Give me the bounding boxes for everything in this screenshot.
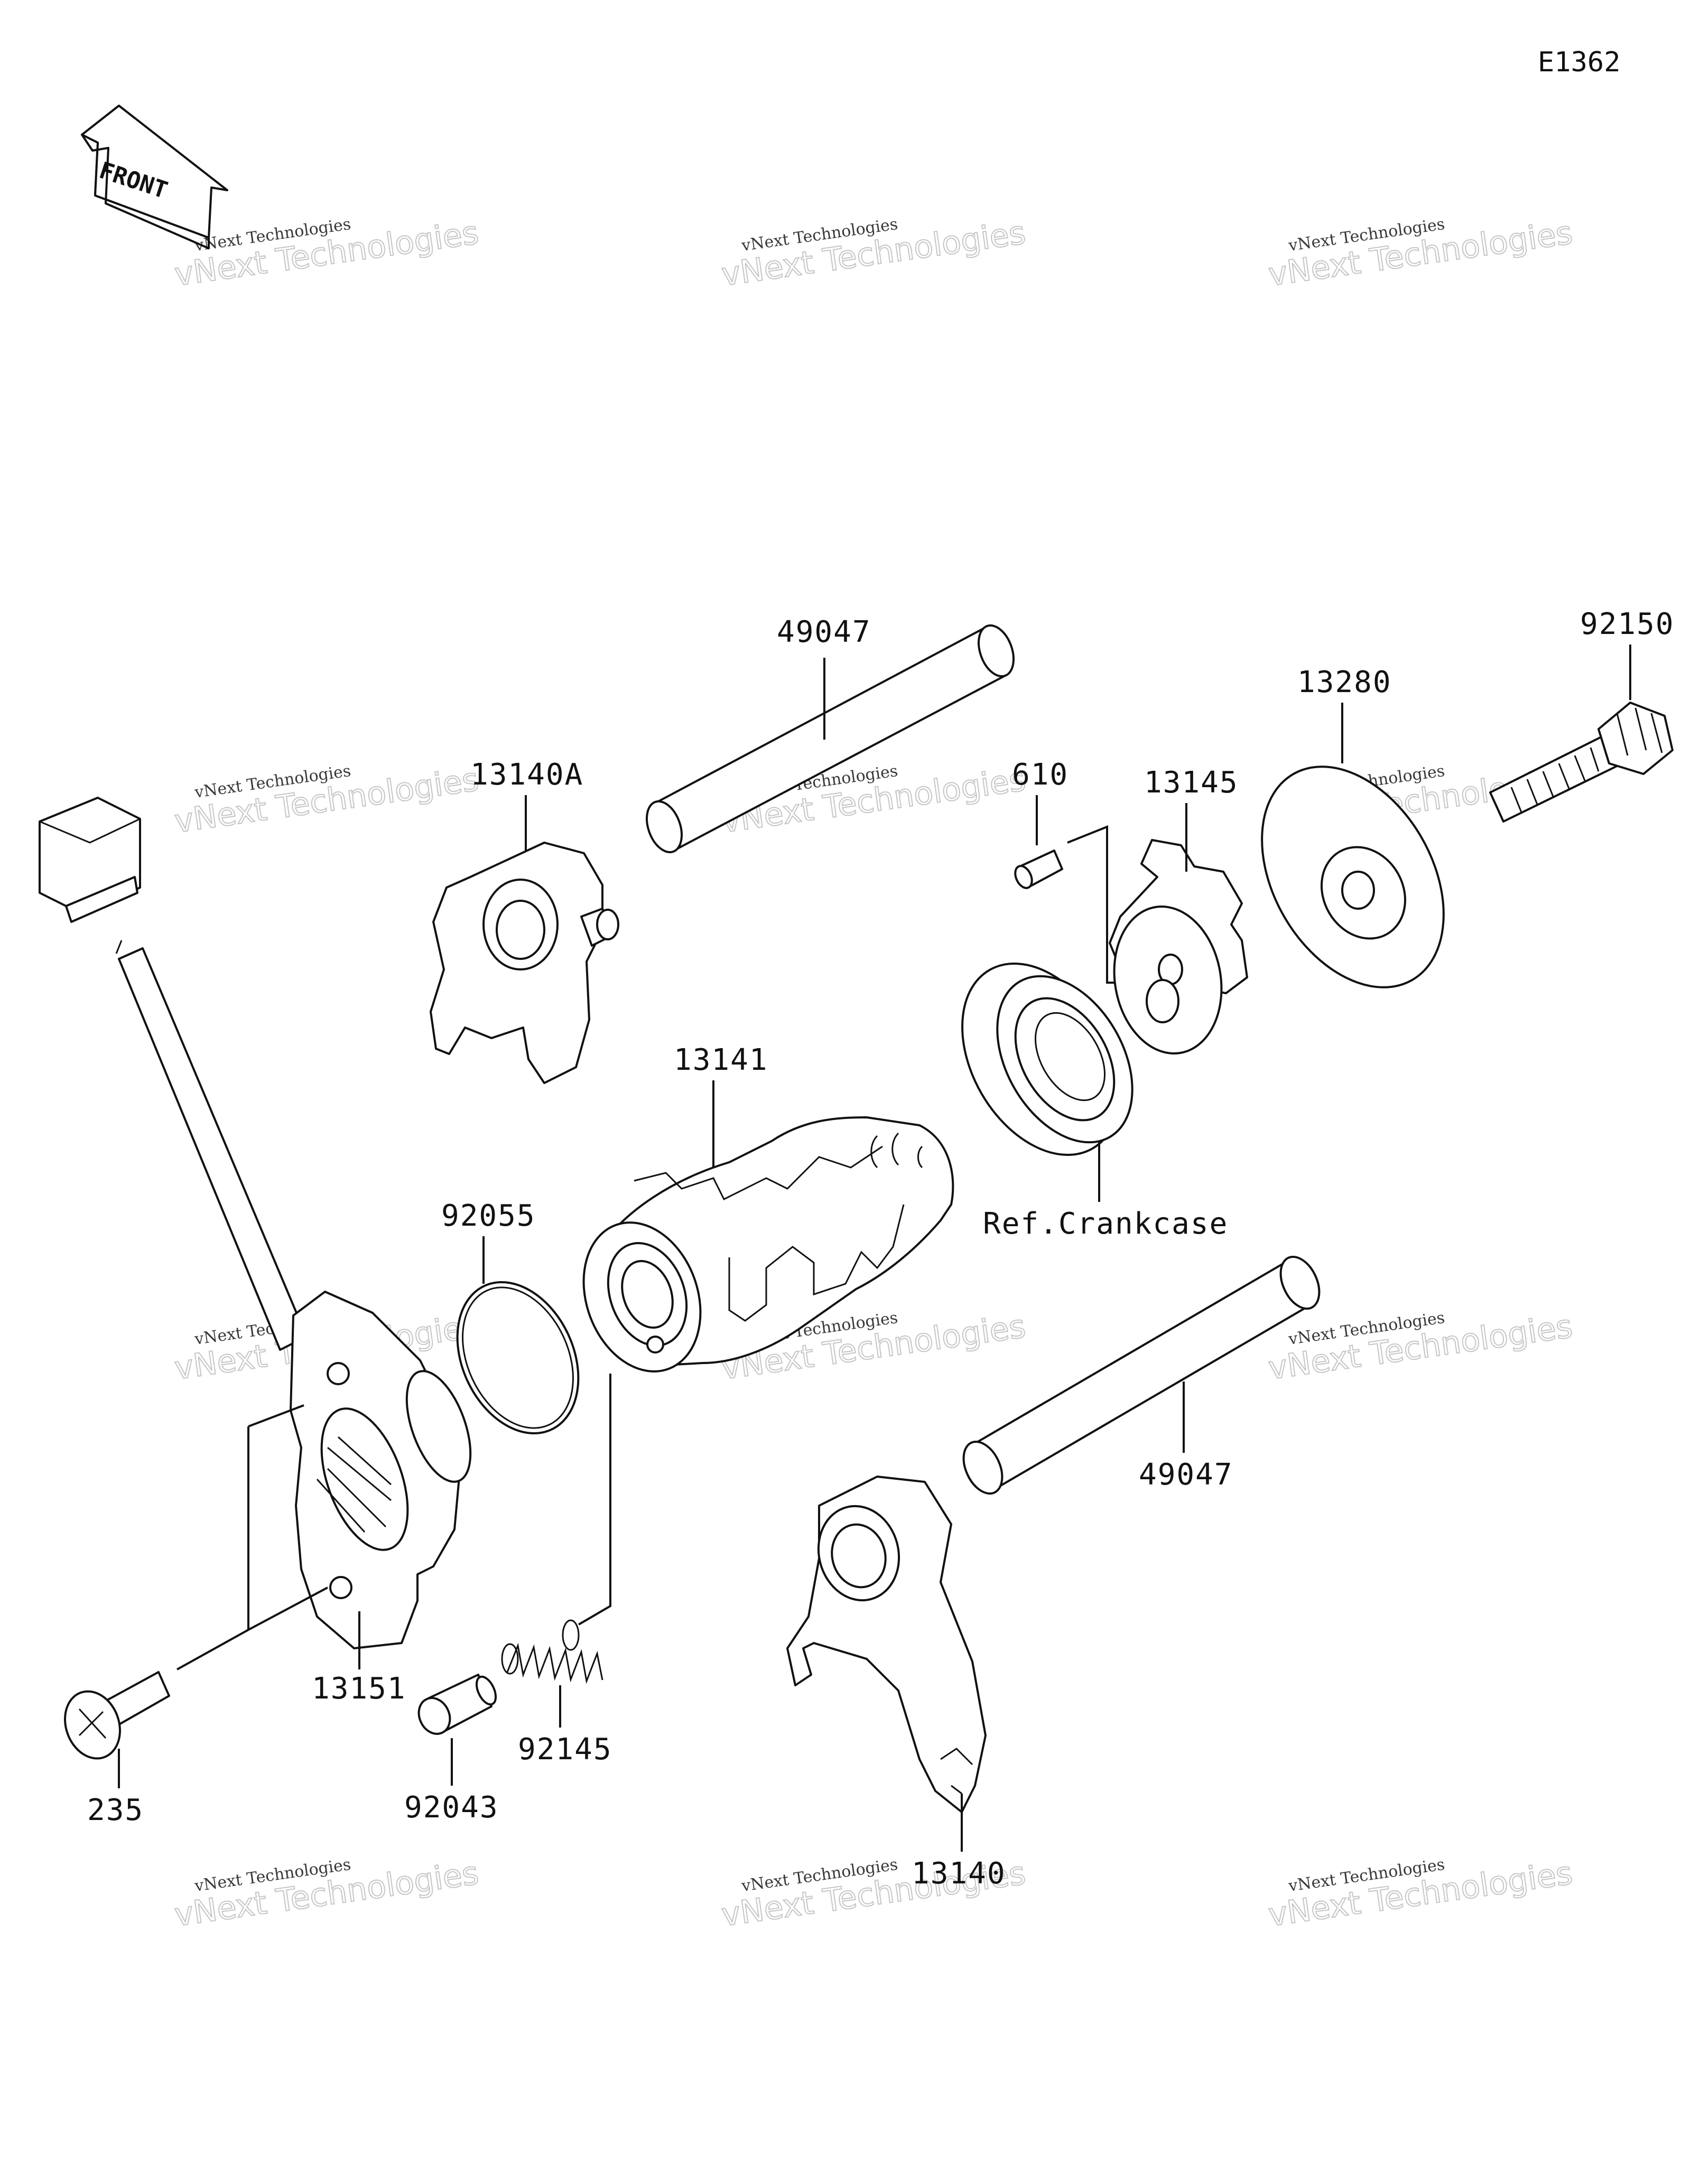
bolt-92150[interactable]	[1489, 702, 1674, 823]
o-ring-92055[interactable]	[434, 1263, 601, 1453]
label-610: 610	[1012, 758, 1069, 792]
label-235: 235	[87, 1793, 144, 1827]
shaft-49047-top[interactable]	[640, 621, 1020, 857]
label-92043: 92043	[404, 1790, 499, 1825]
label-49047-bottom: 49047	[1139, 1458, 1233, 1492]
label-ref-crankcase: Ref.Crankcase	[983, 1207, 1228, 1241]
pin-610[interactable]	[1012, 850, 1063, 891]
bearing-crankcase[interactable]	[930, 936, 1160, 1183]
shift-drum-13141[interactable]	[564, 1116, 954, 1388]
label-13141: 13141	[674, 1043, 768, 1077]
cam-plate-13145[interactable]	[1103, 839, 1248, 1062]
plunger-92043[interactable]	[413, 1674, 500, 1739]
watermark: vNext Technologies vNext Technologies	[1266, 214, 1575, 294]
label-13151: 13151	[312, 1672, 406, 1706]
spring-92145[interactable]	[501, 1619, 603, 1684]
plate-13280[interactable]	[1225, 734, 1481, 1020]
label-92145: 92145	[518, 1732, 612, 1767]
shaft-49047-bottom[interactable]	[956, 1250, 1327, 1499]
sensor-13151[interactable]	[39, 797, 484, 1649]
label-13140A: 13140A	[470, 758, 583, 792]
watermark: vNext Technologies vNext Technologies	[172, 214, 481, 294]
label-13280: 13280	[1297, 665, 1392, 699]
watermark: vNext Technologies vNext Technologies	[1266, 1854, 1575, 1935]
watermark: vNext Technologies vNext Technologies	[172, 1854, 481, 1935]
diagram-code: E1362	[1538, 46, 1621, 78]
label-92055: 92055	[441, 1199, 536, 1233]
shift-fork-13140A[interactable]	[430, 842, 619, 1084]
watermark: vNext Technologies vNext Technologies	[172, 761, 481, 841]
shift-fork-13140[interactable]	[786, 1476, 987, 1813]
label-92150: 92150	[1580, 607, 1675, 641]
label-13140: 13140	[912, 1856, 1006, 1891]
label-49047-top: 49047	[777, 615, 871, 649]
screw-235[interactable]	[56, 1671, 170, 1766]
label-13145: 13145	[1144, 766, 1239, 800]
front-arrow-icon: FRONT	[81, 105, 228, 249]
watermark: vNext Technologies vNext Technologies	[719, 214, 1028, 294]
